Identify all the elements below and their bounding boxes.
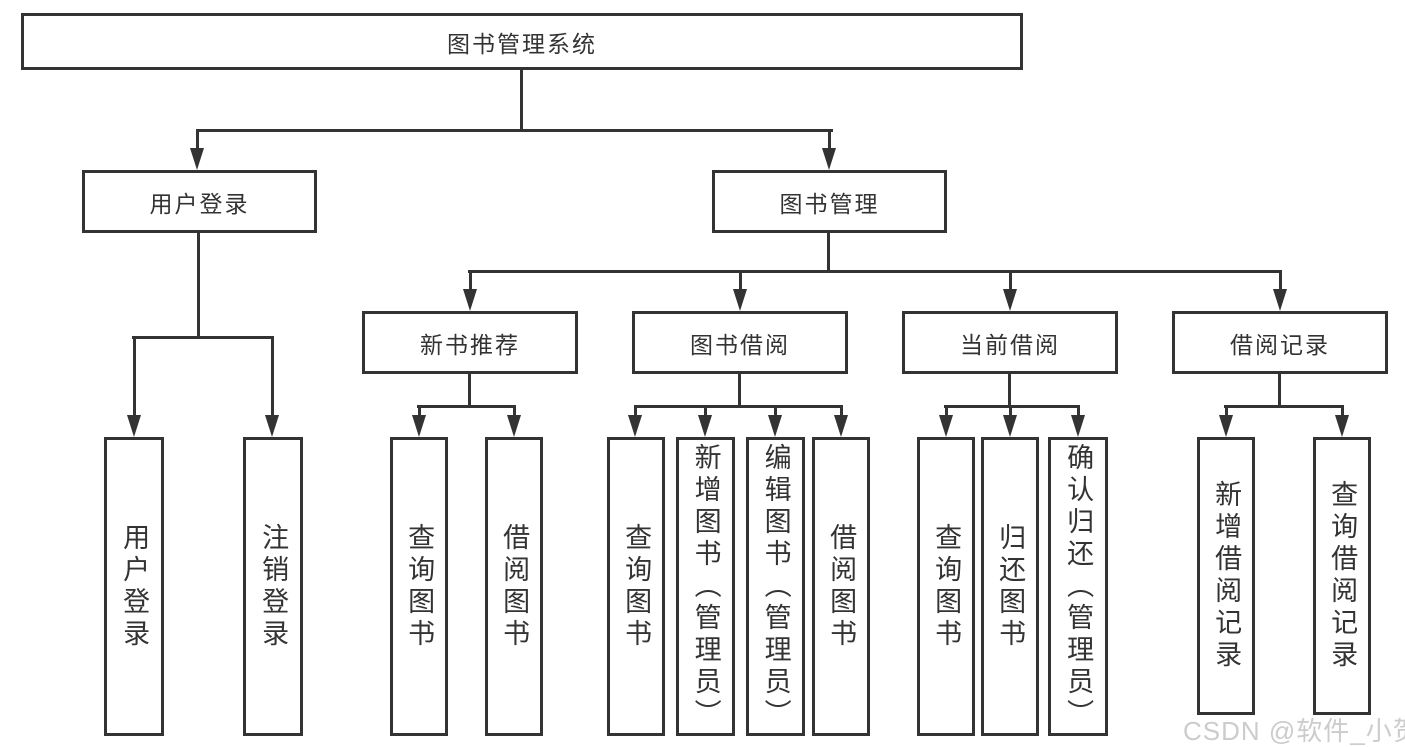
leaf-edit-book-admin: 编辑图书（管理员） [746,437,805,736]
connector-drop-current-borrow [1009,272,1012,291]
connector-drop-book-borrow [739,272,742,291]
leaf-add-borrow-record: 新增借阅记录 [1197,437,1255,715]
connector-level1-rail [196,129,833,132]
node-current-borrow-label: 当前借阅 [960,331,1060,358]
connector-drop [1009,407,1012,418]
connector-sections-rail [468,270,1282,273]
connector-drop [840,407,843,418]
leaf-add-book-admin: 新增图书（管理员） [676,437,735,736]
arrow-down-icon [127,415,141,437]
connector-user-login-stem [197,233,200,339]
connector-drop [945,407,948,418]
leaf-query-book-2-label: 查询图书 [621,522,652,651]
arrow-down-icon [190,148,204,170]
leaf-query-book-1: 查询图书 [390,437,448,736]
leaf-borrow-book-1: 借阅图书 [485,437,543,736]
node-borrow-record-label: 借阅记录 [1230,331,1330,358]
arrow-down-icon [1003,415,1017,437]
arrow-down-icon [265,415,279,437]
leaf-add-book-admin-label: 新增图书（管理员） [690,442,721,731]
node-user-login: 用户登录 [82,170,317,233]
arrow-down-icon [733,289,747,311]
connector-section3-stem [1008,374,1011,408]
leaf-logout-label: 注销登录 [258,522,289,651]
leaf-query-borrow-record: 查询借阅记录 [1313,437,1371,715]
arrow-down-icon [822,148,836,170]
leaf-query-book-3-label: 查询图书 [931,522,962,651]
leaf-add-borrow-record-label: 新增借阅记录 [1211,480,1242,672]
node-user-login-label: 用户登录 [149,190,250,217]
arrow-down-icon [507,415,521,437]
connector-drop [1341,407,1344,418]
leaf-query-borrow-record-label: 查询借阅记录 [1327,480,1358,672]
node-book-management: 图书管理 [712,170,947,233]
connector-drop-leaf-logout [271,338,274,417]
leaf-borrow-book-2-label: 借阅图书 [826,522,857,651]
arrow-down-icon [1219,415,1233,437]
node-book-borrow-label: 图书借阅 [690,331,790,358]
node-root-label: 图书管理系统 [447,30,597,57]
arrow-down-icon [628,415,642,437]
node-current-borrow: 当前借阅 [902,311,1118,374]
leaf-query-book-2: 查询图书 [607,437,665,736]
node-book-borrow: 图书借阅 [632,311,848,374]
csdn-watermark: CSDN @软件_小贺同学 [1183,716,1405,746]
arrow-down-icon [463,289,477,311]
node-book-management-label: 图书管理 [779,190,880,217]
node-root: 图书管理系统 [21,13,1023,70]
connector-section1-stem [468,374,471,408]
connector-drop-borrow-record [1279,272,1282,291]
leaf-user-login-label: 用户登录 [119,522,150,651]
arrow-down-icon [412,415,426,437]
arrow-down-icon [1335,415,1349,437]
arrow-down-icon [834,415,848,437]
arrow-down-icon [1003,289,1017,311]
connector-drop-book-management [828,131,831,150]
connector-user-login-rail [132,336,274,339]
connector-section4-stem [1278,374,1281,408]
leaf-confirm-return-admin-label: 确认归还（管理员） [1063,442,1094,731]
leaf-borrow-book-1-label: 借阅图书 [499,522,530,651]
arrow-down-icon [698,415,712,437]
leaf-confirm-return-admin: 确认归还（管理员） [1048,437,1108,736]
connector-drop [774,407,777,418]
leaf-return-book-label: 归还图书 [995,522,1026,651]
connector-drop-leaf-user-login [133,338,136,417]
connector-drop [634,407,637,418]
leaf-query-book-3: 查询图书 [917,437,975,736]
connector-drop-new-book-recommend [469,272,472,291]
leaf-logout: 注销登录 [243,437,303,736]
connector-section2-stem [738,374,741,408]
arrow-down-icon [1071,415,1085,437]
connector-drop [513,407,516,418]
connector-drop [1077,407,1080,418]
connector-book-mgmt-stem [827,233,830,273]
arrow-down-icon [768,415,782,437]
connector-drop [418,407,421,418]
leaf-query-book-1-label: 查询图书 [404,522,435,651]
leaf-return-book: 归还图书 [981,437,1039,736]
connector-section4-rail [1224,405,1344,408]
leaf-user-login: 用户登录 [104,437,164,736]
connector-drop [704,407,707,418]
leaf-borrow-book-2: 借阅图书 [812,437,870,736]
arrow-down-icon [1273,289,1287,311]
connector-drop [1225,407,1228,418]
node-borrow-record: 借阅记录 [1172,311,1388,374]
connector-root-stem [520,69,523,129]
connector-drop-user-login [196,131,199,150]
arrow-down-icon [939,415,953,437]
connector-section1-rail [417,405,516,408]
leaf-edit-book-admin-label: 编辑图书（管理员） [760,442,791,731]
connector-section2-rail [634,405,843,408]
node-new-book-recommend: 新书推荐 [362,311,578,374]
connector-section3-rail [944,405,1080,408]
node-new-book-recommend-label: 新书推荐 [420,331,520,358]
